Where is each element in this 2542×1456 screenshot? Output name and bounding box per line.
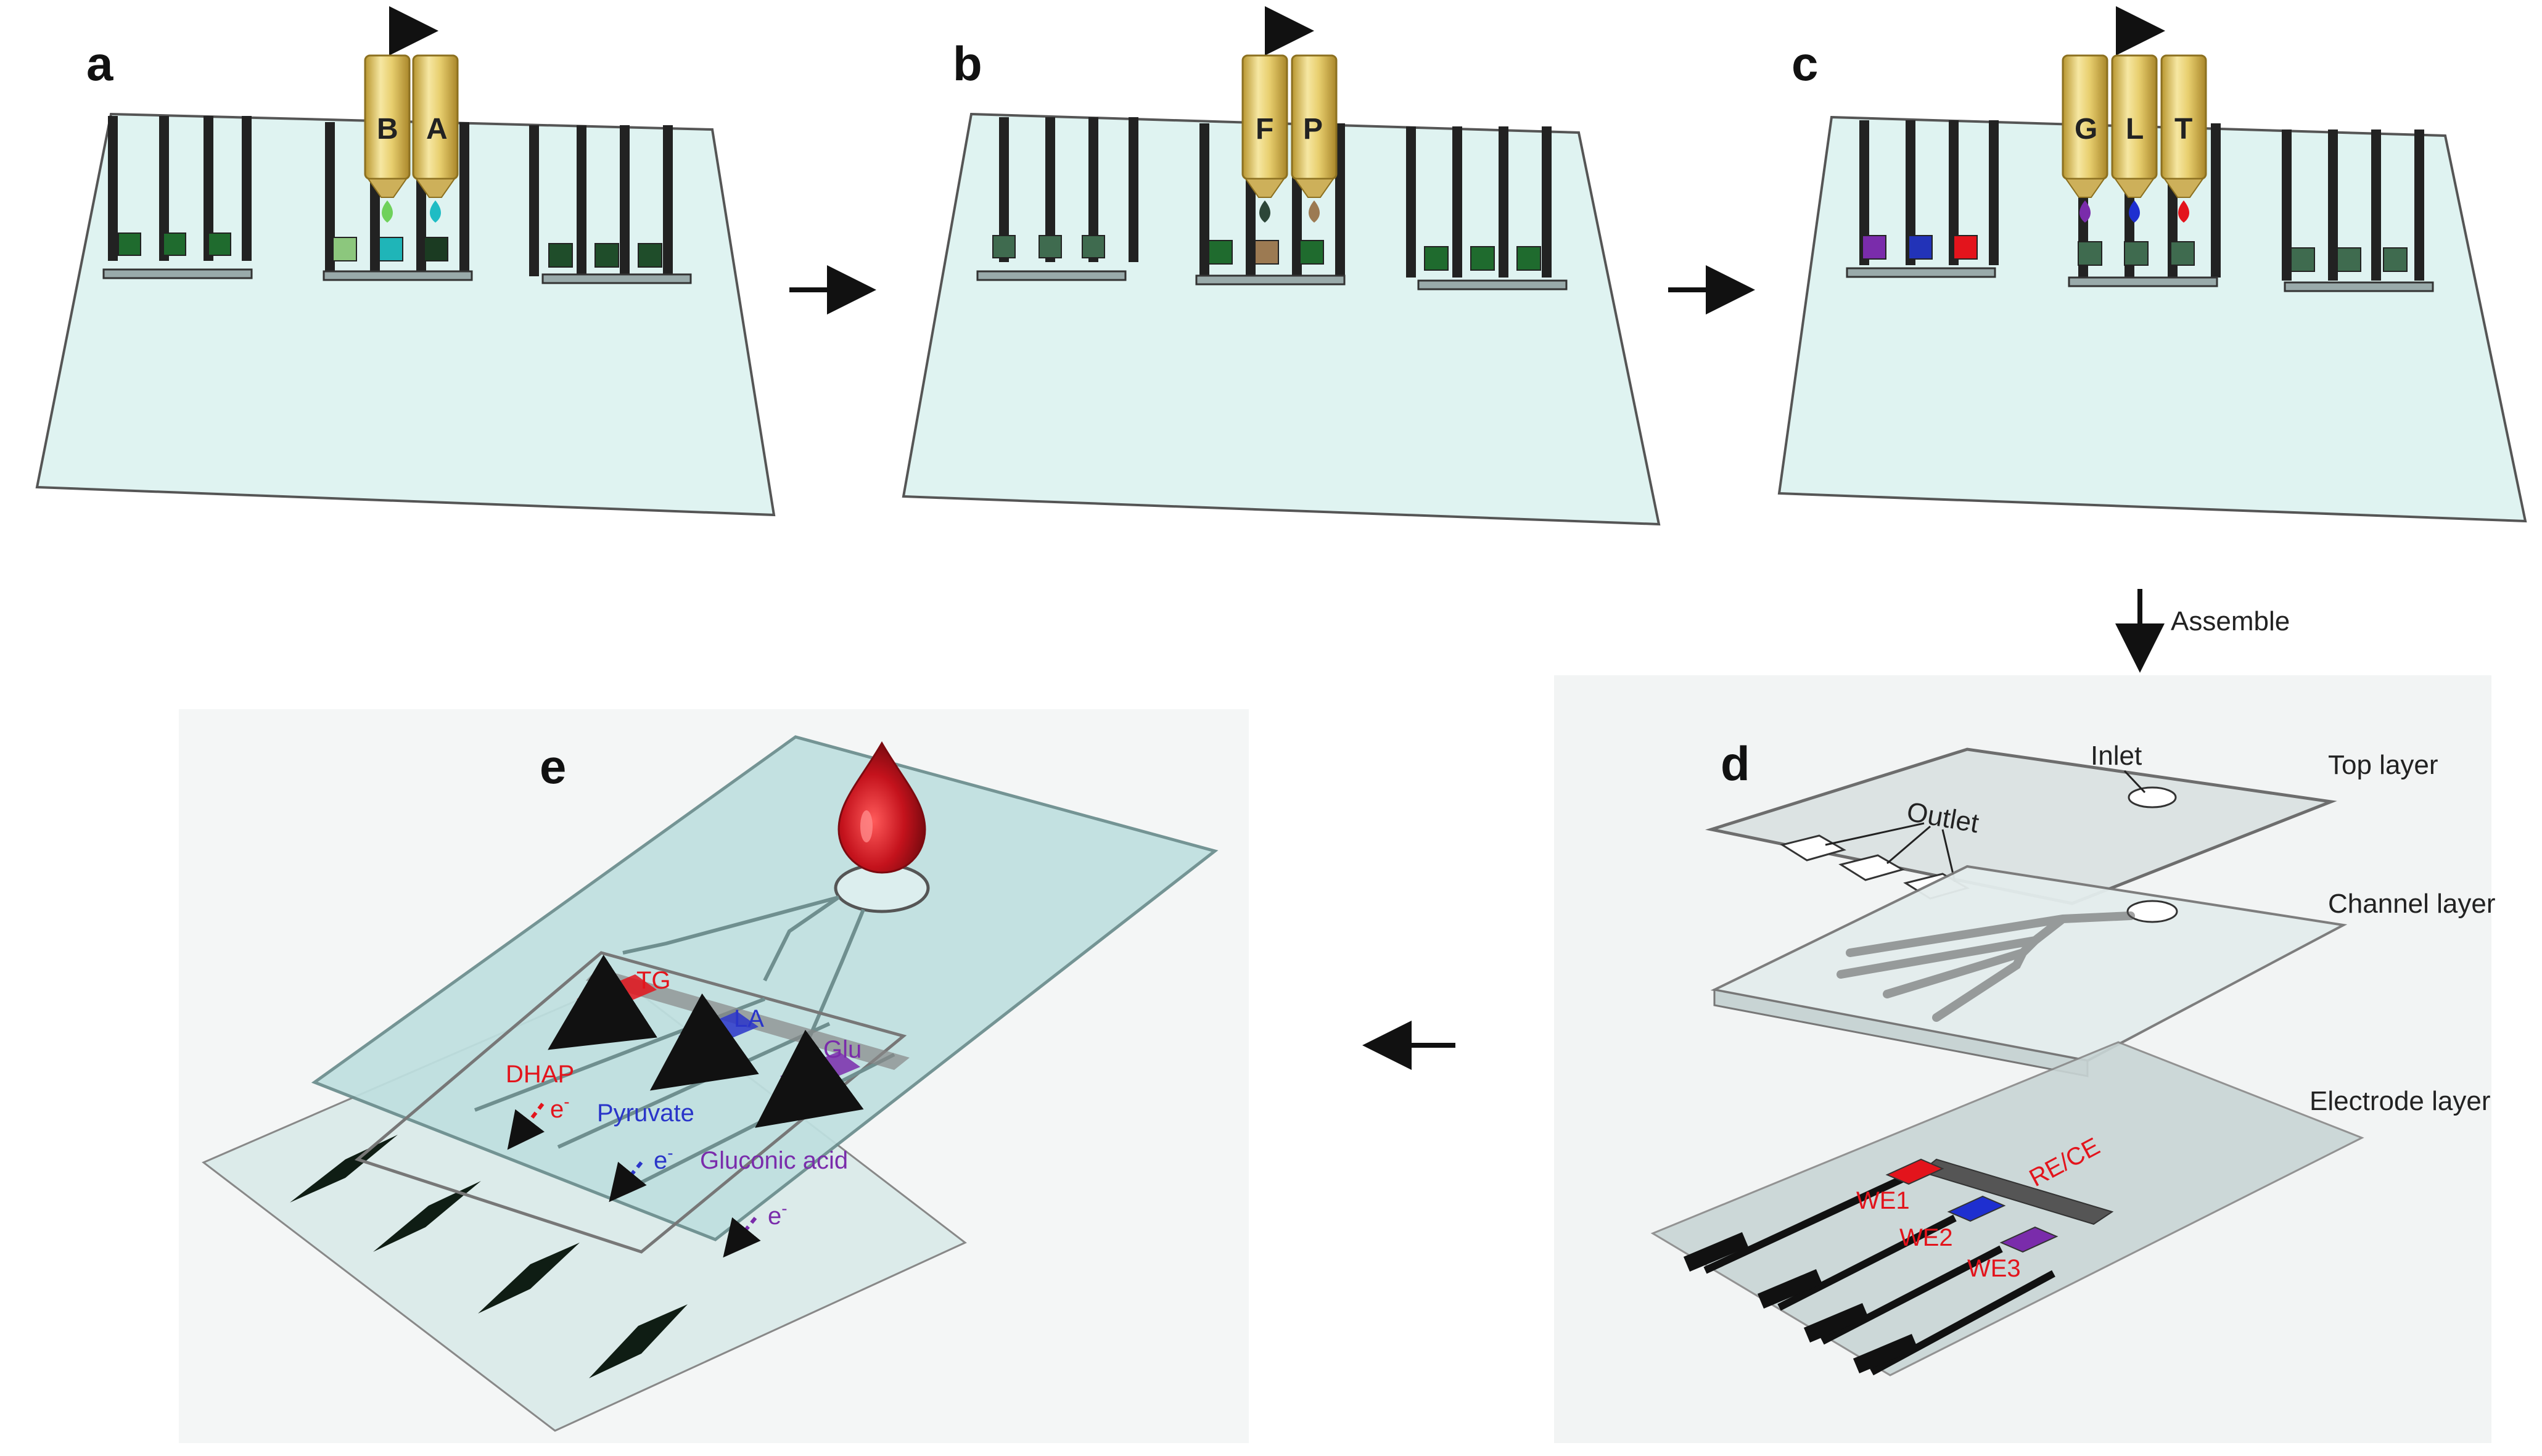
we2-pad-icon — [1947, 1195, 2006, 1222]
glu-label: Glu — [823, 1036, 862, 1063]
we1-label: WE1 — [1856, 1187, 1910, 1214]
electrode-set-c1 — [1846, 120, 1999, 278]
droplet-blue-icon — [2129, 200, 2140, 223]
tg-arrow-icon — [548, 955, 657, 1050]
tg-label: TG — [636, 967, 671, 994]
dispenser-tips-a: B A — [364, 6, 459, 223]
substrate-c — [1777, 115, 2527, 523]
droplet-green-icon — [382, 200, 393, 223]
tip-label-t: T — [2174, 113, 2192, 146]
electrode-set-b3 — [1406, 126, 1568, 290]
dispenser-tips-c: G L T — [2062, 6, 2207, 223]
chip-channels — [354, 863, 930, 1254]
assemble-label: Assemble — [2171, 606, 2290, 636]
electrode-set-a1 — [102, 116, 253, 279]
we3-pad-icon — [1999, 1226, 2059, 1253]
electron-arrow-2-icon — [609, 1161, 647, 1203]
we2-label: WE2 — [1899, 1224, 1953, 1251]
microfluidic-channels — [1837, 911, 2135, 1022]
electrode-traces — [1683, 1168, 2055, 1376]
glu-arrow-icon — [755, 1029, 864, 1128]
electron-arrow-3-icon — [723, 1217, 761, 1258]
tip-label-l: L — [2126, 113, 2144, 146]
pyruvate-label: Pyruvate — [597, 1100, 694, 1127]
gluconic-acid-label: Gluconic acid — [700, 1147, 848, 1174]
droplet-cyan-icon — [430, 200, 441, 223]
we3-label: WE3 — [1967, 1255, 2021, 1282]
tip-label-f: F — [1256, 113, 1273, 146]
panel-b: b — [902, 6, 1661, 526]
dhap-label: DHAP — [506, 1061, 574, 1088]
electron-superscript: - — [781, 1199, 787, 1218]
droplet-red-icon — [2178, 200, 2189, 223]
channel-layer: Channel layer — [1710, 865, 2496, 1077]
inlet-hole-icon — [2128, 786, 2177, 808]
electron-superscript: - — [667, 1143, 673, 1162]
outlet-hole-2-icon — [1838, 854, 1905, 881]
panel-e: e TG DHAP L — [179, 709, 1249, 1443]
top-layer: Inlet Outlet Top layer — [1705, 741, 2438, 905]
tip-label-p: P — [1303, 113, 1323, 146]
panel-a-letter: a — [86, 36, 113, 91]
tip-label-g: G — [2075, 113, 2097, 146]
top-layer-label: Top layer — [2328, 750, 2438, 780]
panel-b-letter: b — [953, 36, 982, 91]
electrode-set-c3 — [2282, 130, 2434, 292]
panel-c-letter: c — [1791, 36, 1818, 91]
electrode-set-b1 — [976, 117, 1138, 281]
droplet-purple-icon — [2079, 200, 2091, 223]
electrode-set-a3 — [529, 125, 692, 284]
blood-drop-icon — [837, 741, 926, 874]
electrode-layer: RE/CE WE1 WE2 WE3 Electrode layer — [1650, 1041, 2490, 1376]
substrate-a — [35, 112, 776, 517]
channel-inlet-icon — [2126, 900, 2178, 923]
panel-e-letter: e — [540, 739, 566, 794]
panel-a: a — [35, 6, 776, 517]
electron-arrow-1-icon — [507, 1103, 545, 1150]
panel-c: c — [1777, 6, 2527, 523]
chip-leads — [290, 1135, 688, 1378]
la-label: LA — [734, 1005, 764, 1032]
tip-label-a: A — [426, 113, 448, 146]
electron-superscript: - — [564, 1092, 569, 1111]
inlet-label: Inlet — [2091, 741, 2142, 771]
panel-d-letter: d — [1721, 736, 1750, 791]
outlet-hole-1-icon — [1780, 834, 1846, 862]
droplet-brown-icon — [1309, 200, 1320, 223]
la-arrow-icon — [649, 993, 759, 1091]
panel-d: d Inlet Outlet Top layer Channel layer — [1554, 675, 2496, 1443]
electrode-layer-label: Electrode layer — [2310, 1086, 2490, 1116]
channel-layer-label: Channel layer — [2328, 889, 2496, 919]
tip-label-b: B — [377, 113, 398, 146]
dispenser-tips-b: F P — [1241, 6, 1338, 223]
we1-pad-icon — [1885, 1158, 1944, 1185]
droplet-darkgreen-icon — [1259, 200, 1270, 223]
